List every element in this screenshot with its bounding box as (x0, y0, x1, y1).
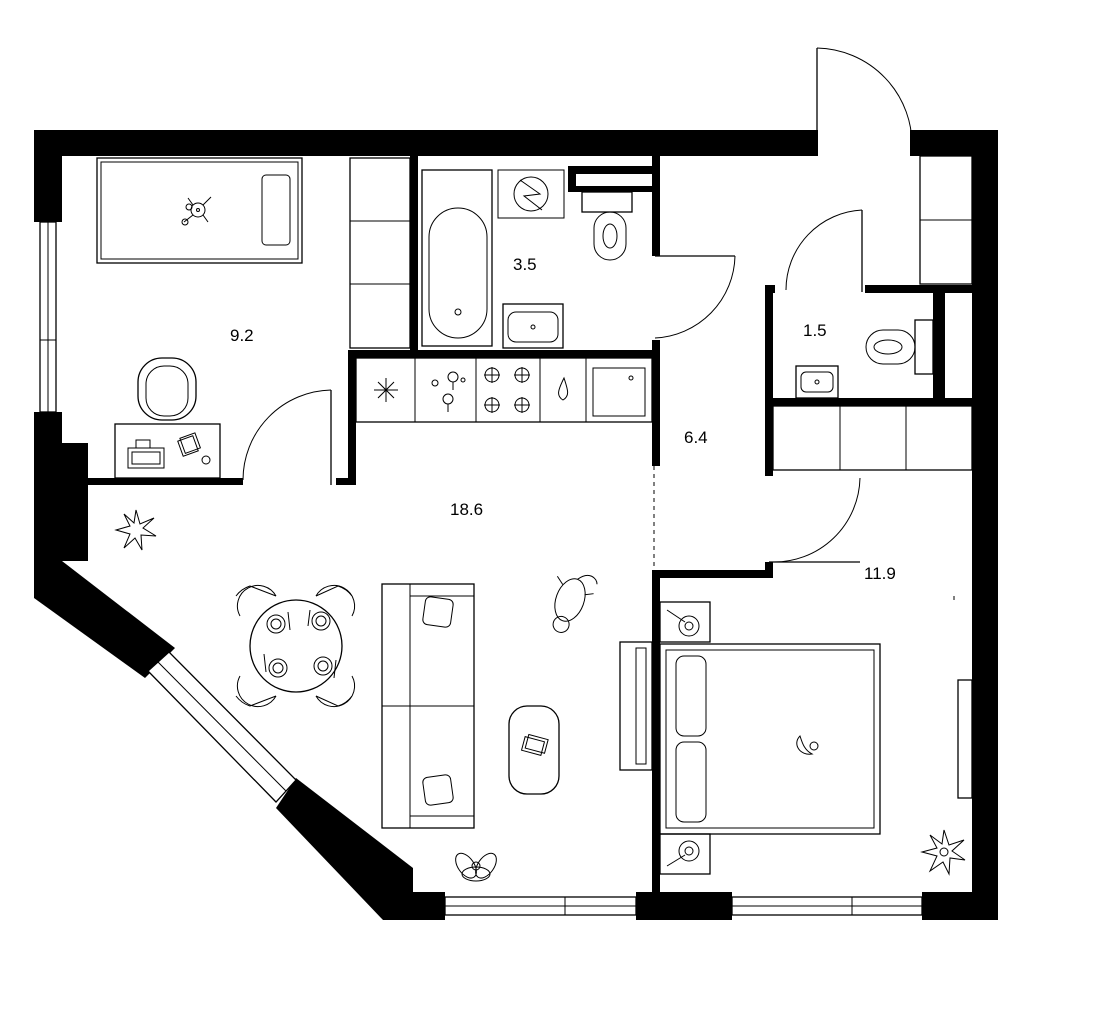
living-room-furniture (114, 509, 653, 882)
hall-wardrobe (772, 405, 973, 471)
dining-chairs (235, 584, 356, 708)
utensils-icon (431, 371, 466, 412)
bathroom-furniture (421, 169, 633, 349)
area-label-bathroom: 3.5 (513, 255, 537, 274)
room-labels: 9.2 3.5 1.5 6.4 18.6 11.9 (230, 255, 896, 583)
teddy-bear-icon (181, 196, 212, 226)
windows (39, 221, 923, 916)
area-label-bedroom-small: 9.2 (230, 326, 254, 345)
entrance-door (810, 47, 918, 156)
plant-icon (455, 852, 497, 882)
pillow-icon (422, 774, 454, 806)
snowflake-icon (374, 378, 398, 402)
area-label-bedroom-large: 11.9 (864, 564, 896, 583)
toy-icon (796, 735, 819, 755)
area-label-hallway: 6.4 (684, 428, 708, 447)
big-bedroom-furniture (659, 596, 973, 876)
stove-icon (484, 367, 530, 413)
magazine-icon (520, 733, 549, 756)
plant-icon (920, 829, 966, 876)
water-heater-icon (497, 169, 565, 219)
water-drop-icon (558, 376, 569, 401)
small-bedroom-furniture (96, 157, 411, 479)
papers-icon (177, 432, 202, 457)
cat-icon (552, 574, 598, 633)
plant-icon (114, 509, 157, 551)
plates (263, 609, 337, 679)
pillow-icon (422, 596, 454, 628)
area-label-living-kitchen: 18.6 (450, 500, 483, 519)
kitchen-counter (355, 357, 653, 423)
area-label-toilet: 1.5 (803, 321, 827, 340)
interior-doors (242, 209, 863, 570)
toilet-furniture (795, 155, 973, 399)
exterior-walls (34, 130, 998, 920)
interior-walls (88, 156, 972, 892)
